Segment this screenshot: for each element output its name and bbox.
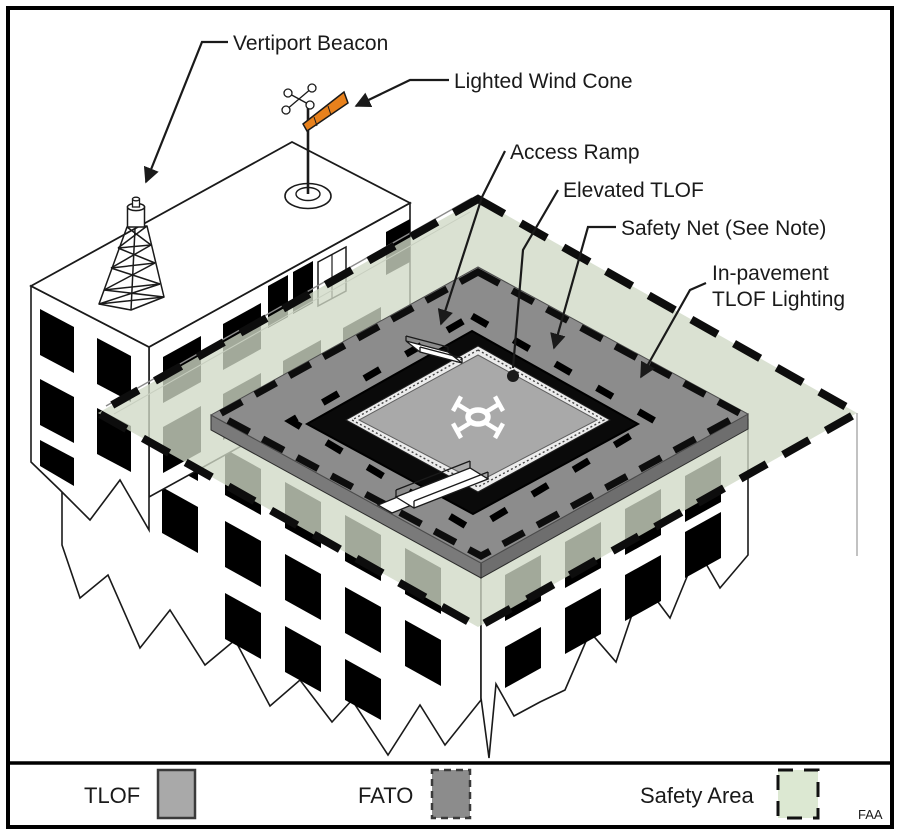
legend-swatch-fato [430, 768, 472, 820]
beacon-icon [126, 196, 146, 228]
legend-swatch-tlof [156, 768, 197, 820]
leader-vertiport-beacon [143, 40, 228, 184]
leader-lighted-wind-cone [354, 78, 449, 107]
legend-label-fato: FATO [358, 783, 413, 808]
beacon-tower [98, 196, 165, 311]
tlof-deck-dots [350, 349, 606, 488]
legend-item-safety-area: Safety Area [640, 768, 820, 820]
leader-safety-net [550, 225, 616, 350]
access-ramp-lower [376, 460, 490, 514]
label-in-pavement-line1: In-pavement [712, 262, 829, 285]
wind-cone-lights [281, 83, 317, 115]
legend: TLOF FATO Safety Area FAA [9, 761, 891, 822]
label-lighted-wind-cone: Lighted Wind Cone [454, 70, 633, 93]
vertiport-marking-icon [451, 395, 505, 440]
label-safety-net: Safety Net (See Note) [621, 217, 826, 240]
leader-elevated-tlof [511, 189, 559, 369]
credit-faa: FAA [858, 807, 883, 822]
label-in-pavement-line2: TLOF Lighting [712, 288, 845, 311]
leader-elevated-tlof-dot [507, 370, 519, 382]
outer-frame [6, 6, 894, 829]
wind-sock [302, 90, 349, 133]
wind-cone [281, 83, 349, 210]
legend-label-safety-area: Safety Area [640, 783, 755, 808]
legend-label-tlof: TLOF [84, 783, 140, 808]
access-ramp-upper [405, 335, 463, 364]
label-vertiport-beacon: Vertiport Beacon [233, 32, 388, 55]
legend-item-fato: FATO [358, 768, 472, 820]
tlof-pad [304, 329, 641, 516]
callouts: Vertiport Beacon Lighted Wind Cone Acces… [143, 32, 845, 382]
leader-access-ramp [437, 150, 506, 326]
label-access-ramp: Access Ramp [510, 141, 640, 164]
leader-in-pavement-lighting [640, 281, 707, 379]
legend-swatch-safety-area [776, 768, 820, 820]
label-elevated-tlof: Elevated TLOF [563, 179, 704, 202]
legend-item-tlof: TLOF [84, 768, 197, 820]
